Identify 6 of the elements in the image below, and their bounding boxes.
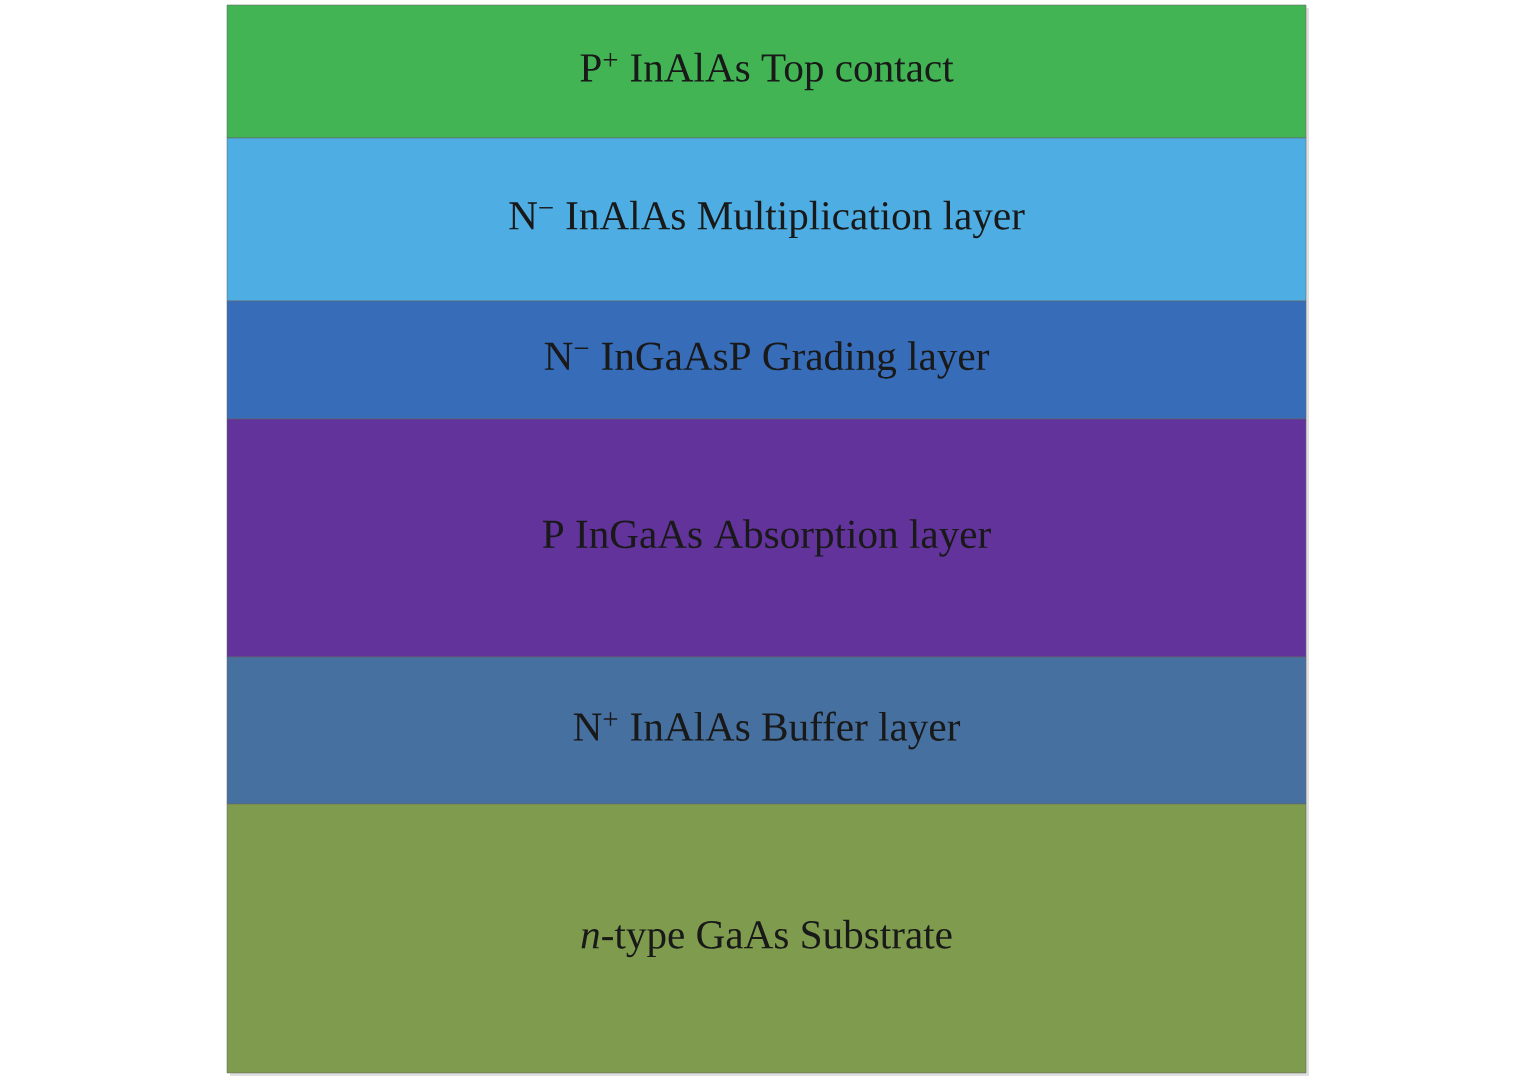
layer-band: N$^{−}$ InAlAs Multiplication layer [226, 137, 1307, 302]
layer-band: P InGaAs Absorption layer [226, 418, 1307, 658]
layer-band: N$^{−}$ InGaAsP Grading layer [226, 300, 1307, 420]
layer-band: N$^{+}$ InAlAs Buffer layer [226, 656, 1307, 805]
layer-band: n-type GaAs Substrate [226, 803, 1307, 1074]
layer-band: P$^{+}$ InAlAs Top contact [226, 4, 1307, 139]
